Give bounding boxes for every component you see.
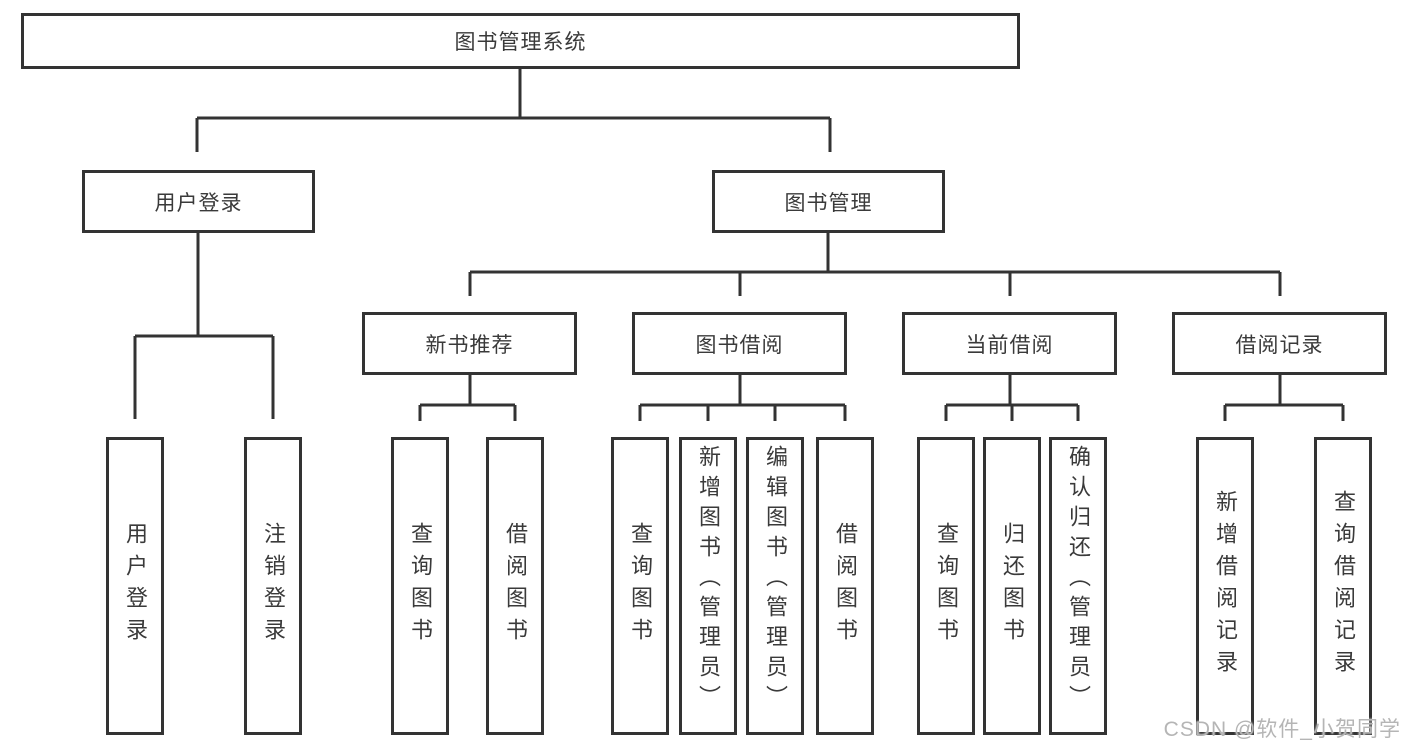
- leaf-cb-return-label: 归还图书: [1000, 522, 1025, 650]
- leaf-br-add: 新增借阅记录: [1196, 437, 1254, 735]
- leaf-bb-add: 新增图书（管理员）: [679, 437, 737, 735]
- leaf-bb-query: 查询图书: [611, 437, 669, 735]
- leaf-cb-confirm-label: 确认归还（管理员）: [1066, 445, 1091, 715]
- leaf-cb-confirm: 确认归还（管理员）: [1049, 437, 1107, 735]
- connector-book-mgmt: [468, 233, 1282, 296]
- leaf-nb-borrow-label: 借阅图书: [503, 522, 528, 650]
- node-current-borrow: 当前借阅: [902, 312, 1117, 375]
- leaf-cb-return: 归还图书: [983, 437, 1041, 735]
- node-borrow-records: 借阅记录: [1172, 312, 1387, 375]
- leaf-user-login: 用户登录: [106, 437, 164, 735]
- node-book-mgmt-label: 图书管理: [784, 191, 873, 215]
- leaf-nb-query-label: 查询图书: [408, 522, 433, 650]
- leaf-bb-edit: 编辑图书（管理员）: [746, 437, 804, 735]
- node-user-login: 用户登录: [82, 170, 315, 233]
- leaf-bb-borrow-label: 借阅图书: [833, 522, 858, 650]
- connector-new-book-rec: [418, 375, 517, 421]
- node-new-book-rec: 新书推荐: [362, 312, 577, 375]
- connector-user-login: [133, 233, 275, 419]
- leaf-bb-query-label: 查询图书: [628, 522, 653, 650]
- leaf-logout-label: 注销登录: [261, 522, 286, 650]
- connector-borrow-records: [1223, 375, 1345, 421]
- leaf-nb-borrow: 借阅图书: [486, 437, 544, 735]
- node-new-book-rec-label: 新书推荐: [425, 333, 514, 357]
- connector-book-borrow: [638, 375, 847, 421]
- connector-current-borrow: [944, 375, 1080, 421]
- leaf-bb-borrow: 借阅图书: [816, 437, 874, 735]
- leaf-br-query-label: 查询借阅记录: [1331, 490, 1356, 682]
- node-book-mgmt: 图书管理: [712, 170, 945, 233]
- node-book-borrow: 图书借阅: [632, 312, 847, 375]
- connector-root: [195, 69, 832, 152]
- leaf-user-login-label: 用户登录: [123, 522, 148, 650]
- leaf-logout: 注销登录: [244, 437, 302, 735]
- leaf-cb-query-label: 查询图书: [934, 522, 959, 650]
- node-borrow-records-label: 借阅记录: [1235, 333, 1324, 357]
- node-user-login-label: 用户登录: [154, 191, 243, 215]
- leaf-br-query: 查询借阅记录: [1314, 437, 1372, 735]
- leaf-nb-query: 查询图书: [391, 437, 449, 735]
- node-current-borrow-label: 当前借阅: [965, 333, 1054, 357]
- leaf-bb-edit-label: 编辑图书（管理员）: [763, 445, 788, 715]
- node-book-borrow-label: 图书借阅: [695, 333, 784, 357]
- node-root: 图书管理系统: [21, 13, 1020, 69]
- leaf-bb-add-label: 新增图书（管理员）: [696, 445, 721, 715]
- node-root-label: 图书管理系统: [454, 31, 587, 54]
- leaf-br-add-label: 新增借阅记录: [1213, 490, 1238, 682]
- leaf-cb-query: 查询图书: [917, 437, 975, 735]
- watermark: CSDN @软件_小贺同学: [1163, 718, 1401, 741]
